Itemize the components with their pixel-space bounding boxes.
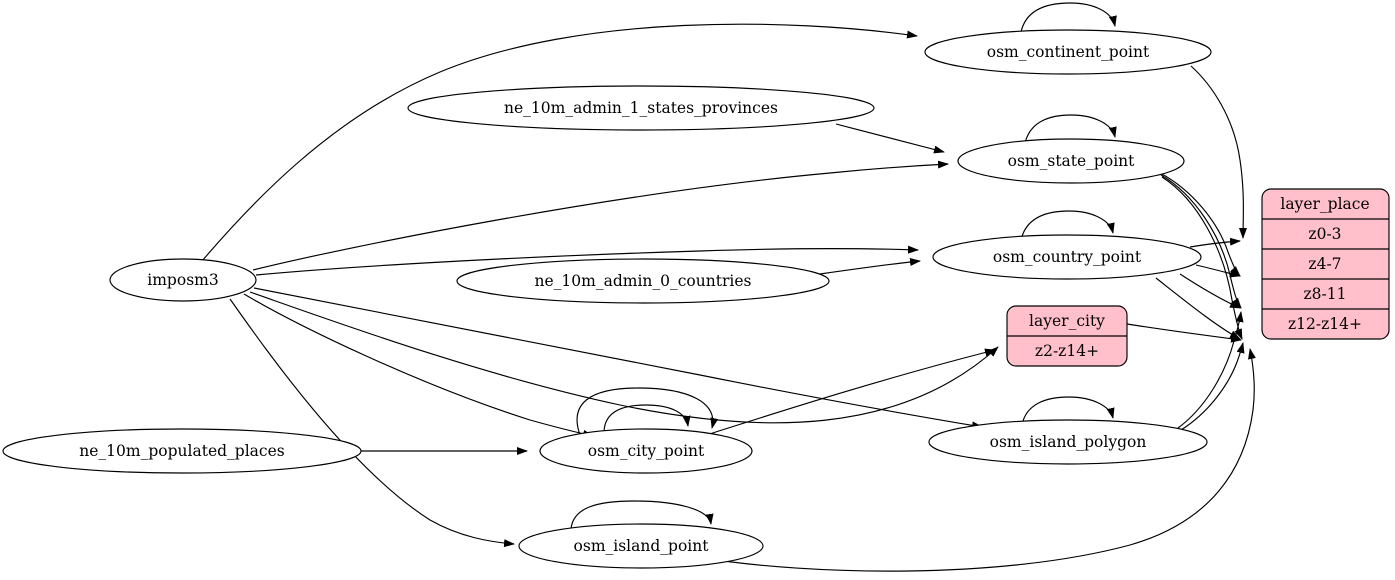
record-row-z8-11[interactable]: z8-11 xyxy=(1304,285,1347,303)
selfloop-osm_country_point xyxy=(1020,210,1115,241)
edge-osm_country_point-z4-7 xyxy=(1195,264,1241,278)
node-label: ne_10m_populated_places xyxy=(79,442,284,460)
edge-osm_country_point-z8-11 xyxy=(1179,273,1241,309)
edge-osm_state_point-z12-z14 xyxy=(1161,176,1243,340)
edge-imposm3-osm_country_point xyxy=(255,245,919,276)
edge-layer xyxy=(201,2,1256,572)
edge-imposm3-layer_city xyxy=(249,291,999,424)
node-ne_10m_admin_1_states_provinces[interactable]: ne_10m_admin_1_states_provinces xyxy=(407,85,875,131)
edge-ne_states-osm_state_point xyxy=(835,123,945,154)
node-osm_state_point[interactable]: osm_state_point xyxy=(957,138,1185,184)
record-layer: layer_place z0-3 z4-7 z8-11 z12-z14+ lay… xyxy=(1006,188,1390,367)
node-osm_island_point[interactable]: osm_island_point xyxy=(518,523,764,569)
edge-osm_country_point-z12-z14 xyxy=(1155,277,1241,340)
node-osm_island_polygon[interactable]: osm_island_polygon xyxy=(928,419,1208,465)
node-label: ne_10m_admin_1_states_provinces xyxy=(504,99,778,117)
node-label: osm_state_point xyxy=(1008,152,1136,170)
node-label: osm_island_point xyxy=(574,537,710,555)
edge-ne_countries-osm_country_point xyxy=(819,258,921,275)
record-layer_place[interactable]: layer_place z0-3 z4-7 z8-11 z12-z14+ xyxy=(1261,188,1390,340)
edge-imposm3-osm_island_point xyxy=(229,298,515,548)
node-ne_10m_populated_places[interactable]: ne_10m_populated_places xyxy=(2,428,362,474)
record-row-z2-z14[interactable]: z2-z14+ xyxy=(1035,342,1099,360)
node-imposm3[interactable]: imposm3 xyxy=(109,258,257,302)
edge-osm_continent_point-z0-3 xyxy=(1190,65,1248,239)
node-layer: imposm3 ne_10m_admin_1_states_provinces … xyxy=(2,29,1212,569)
node-osm_city_point[interactable]: osm_city_point xyxy=(539,428,753,474)
edge-imposm3-osm_city_point xyxy=(243,293,594,438)
record-row-header: layer_city xyxy=(1029,312,1105,330)
edge-osm_island_polygon-z12-z14 xyxy=(1180,342,1245,431)
record-layer_city[interactable]: layer_city z2-z14+ xyxy=(1006,305,1128,367)
selfloop-osm_island_point xyxy=(570,500,714,530)
edge-imposm3-osm_continent_point xyxy=(201,23,918,262)
edge-imposm3-osm_state_point xyxy=(252,160,949,271)
node-label: osm_island_polygon xyxy=(990,433,1147,451)
node-osm_continent_point[interactable]: osm_continent_point xyxy=(924,29,1212,75)
edge-imposm3-osm_island_polygon xyxy=(253,287,983,430)
edge-osm_city_point-layer_city xyxy=(699,348,996,438)
node-label: osm_country_point xyxy=(993,248,1142,266)
record-row-header: layer_place xyxy=(1280,195,1369,213)
node-label: osm_continent_point xyxy=(987,43,1150,61)
selfloop-osm_city_point-outer xyxy=(576,387,719,436)
edge-osm_country_point-z0-3 xyxy=(1189,237,1241,248)
node-label: ne_10m_admin_0_countries xyxy=(535,272,752,290)
selfloop-osm_island_polygon xyxy=(1021,396,1115,426)
record-row-z4-7[interactable]: z4-7 xyxy=(1308,255,1341,273)
edge-osm_state_point-z8-11 xyxy=(1160,174,1242,309)
node-osm_country_point[interactable]: osm_country_point xyxy=(932,234,1202,280)
node-label: imposm3 xyxy=(147,271,218,289)
selfloop-osm_continent_point xyxy=(1020,2,1117,33)
edge-osm_island_polygon-z8-11 xyxy=(1177,311,1244,429)
record-row-z0-3[interactable]: z0-3 xyxy=(1308,225,1341,243)
record-row-z12-z14[interactable]: z12-z14+ xyxy=(1288,315,1362,333)
selfloop-osm_state_point xyxy=(1024,114,1117,144)
node-label: osm_city_point xyxy=(588,442,705,460)
edge-osm_island_point-z12-z14 xyxy=(702,348,1256,572)
node-ne_10m_admin_0_countries[interactable]: ne_10m_admin_0_countries xyxy=(456,258,830,304)
selfloop-osm_city_point-inner xyxy=(603,404,691,434)
edge-layer_city-z12-z14 xyxy=(1126,323,1242,343)
